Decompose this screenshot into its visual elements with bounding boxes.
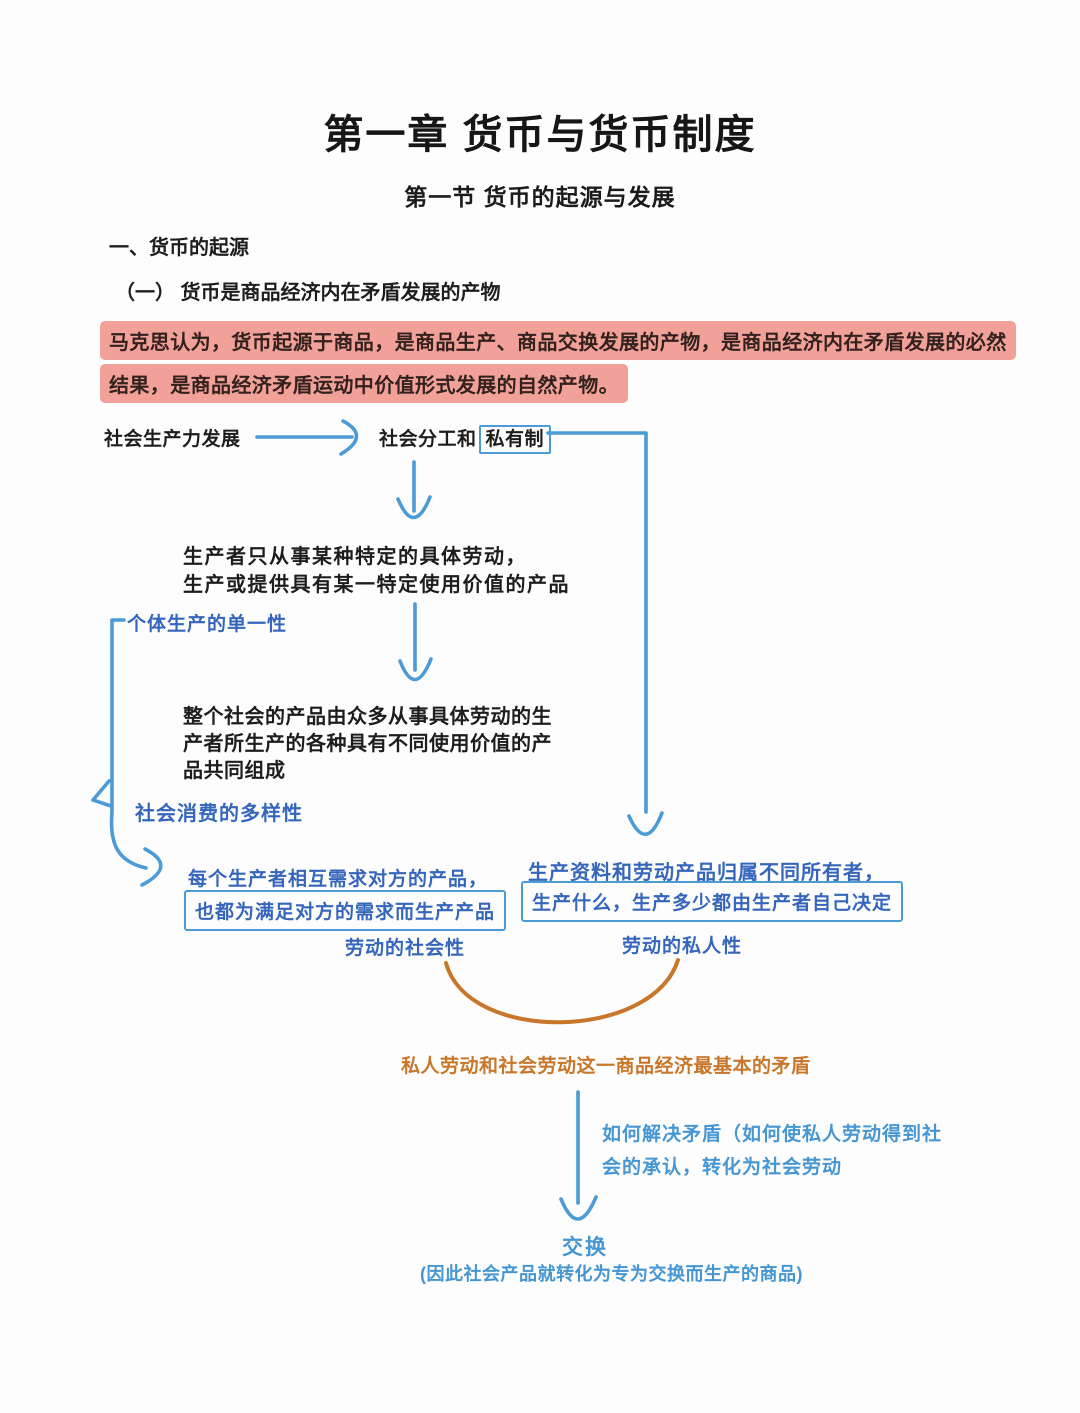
node-private-ownership-box: 私有制 [478, 425, 552, 454]
node-exchange: 交换 [562, 1236, 608, 1259]
left-result-line1: 每个生产者相互需求对方的产品， [188, 869, 489, 890]
exchange-note: (因此社会产品就转化为专为交换而生产的商品) [420, 1264, 803, 1284]
block-society-line3: 品共同组成 [183, 760, 286, 782]
node-division: 社会分工和私有制 [379, 424, 552, 454]
resolve-note: 如何解决矛盾（如何使私人劳动得到社 会的承认，转化为社会劳动 [602, 1118, 942, 1184]
resolve-note-line2: 会的承认，转化为社会劳动 [602, 1157, 843, 1178]
contradiction-text: 私人劳动和社会劳动这一商品经济最基本的矛盾 [401, 1056, 811, 1077]
label-individual-production: 个体生产的单一性 [127, 614, 288, 635]
block-producer-line2: 生产或提供具有某一特定使用价值的产品 [183, 574, 570, 596]
left-result-box: 也都为满足对方的需求而生产产品 [184, 890, 507, 931]
node-division-prefix: 社会分工和 [379, 429, 477, 450]
block-society-line1: 整个社会的产品由众多从事具体劳动的生 [183, 706, 552, 728]
page-title: 第一章 货币与货币制度 [323, 113, 757, 157]
rail-tick-icon [91, 779, 113, 808]
block-producer-line1: 生产者只从事某种特定的具体劳动， [183, 546, 527, 568]
label-labor-private: 劳动的私人性 [622, 936, 743, 957]
resolve-note-line1: 如何解决矛盾（如何使私人劳动得到社 [602, 1124, 943, 1145]
node-productivity: 社会生产力发展 [104, 429, 241, 450]
block-producer: 生产者只从事某种特定的具体劳动， 生产或提供具有某一特定使用价值的产品 [183, 543, 570, 599]
subsection-heading: （一） 货币是商品经济内在矛盾发展的产物 [115, 282, 501, 304]
section-heading: 一、货币的起源 [109, 237, 249, 259]
highlighted-text-line1: 马克思认为，货币起源于商品，是商品生产、商品交换发展的产物，是商品经济内在矛盾发… [100, 321, 1016, 360]
label-consumption-diversity: 社会消费的多样性 [135, 803, 303, 825]
right-result-box: 生产什么，生产多少都由生产者自己决定 [521, 881, 904, 922]
arrowhead-right-icon [339, 419, 359, 456]
label-labor-social: 劳动的社会性 [345, 938, 466, 959]
arrowhead-down-icon [398, 657, 433, 682]
right-result-line1: 生产资料和劳动产品归属不同所有者， [528, 862, 885, 884]
left-rail-curve [109, 618, 148, 870]
arrowhead-down-icon [559, 1195, 598, 1221]
arrowhead-down-icon [396, 495, 432, 520]
page-subtitle: 第一节 货币的起源与发展 [404, 184, 676, 210]
block-society: 整个社会的产品由众多从事具体劳动的生 产者所生产的各种具有不同使用价值的产 品共… [183, 704, 552, 785]
block-society-line2: 产者所生产的各种具有不同使用价值的产 [183, 733, 552, 755]
highlighted-text-line2: 结果，是商品经济矛盾运动中价值形式发展的自然产物。 [100, 364, 628, 403]
arrowhead-down-icon [627, 811, 664, 836]
connector-private-to-right-branch [546, 431, 648, 814]
contradiction-curve [444, 958, 680, 1025]
arrowhead-right-icon [140, 847, 163, 887]
